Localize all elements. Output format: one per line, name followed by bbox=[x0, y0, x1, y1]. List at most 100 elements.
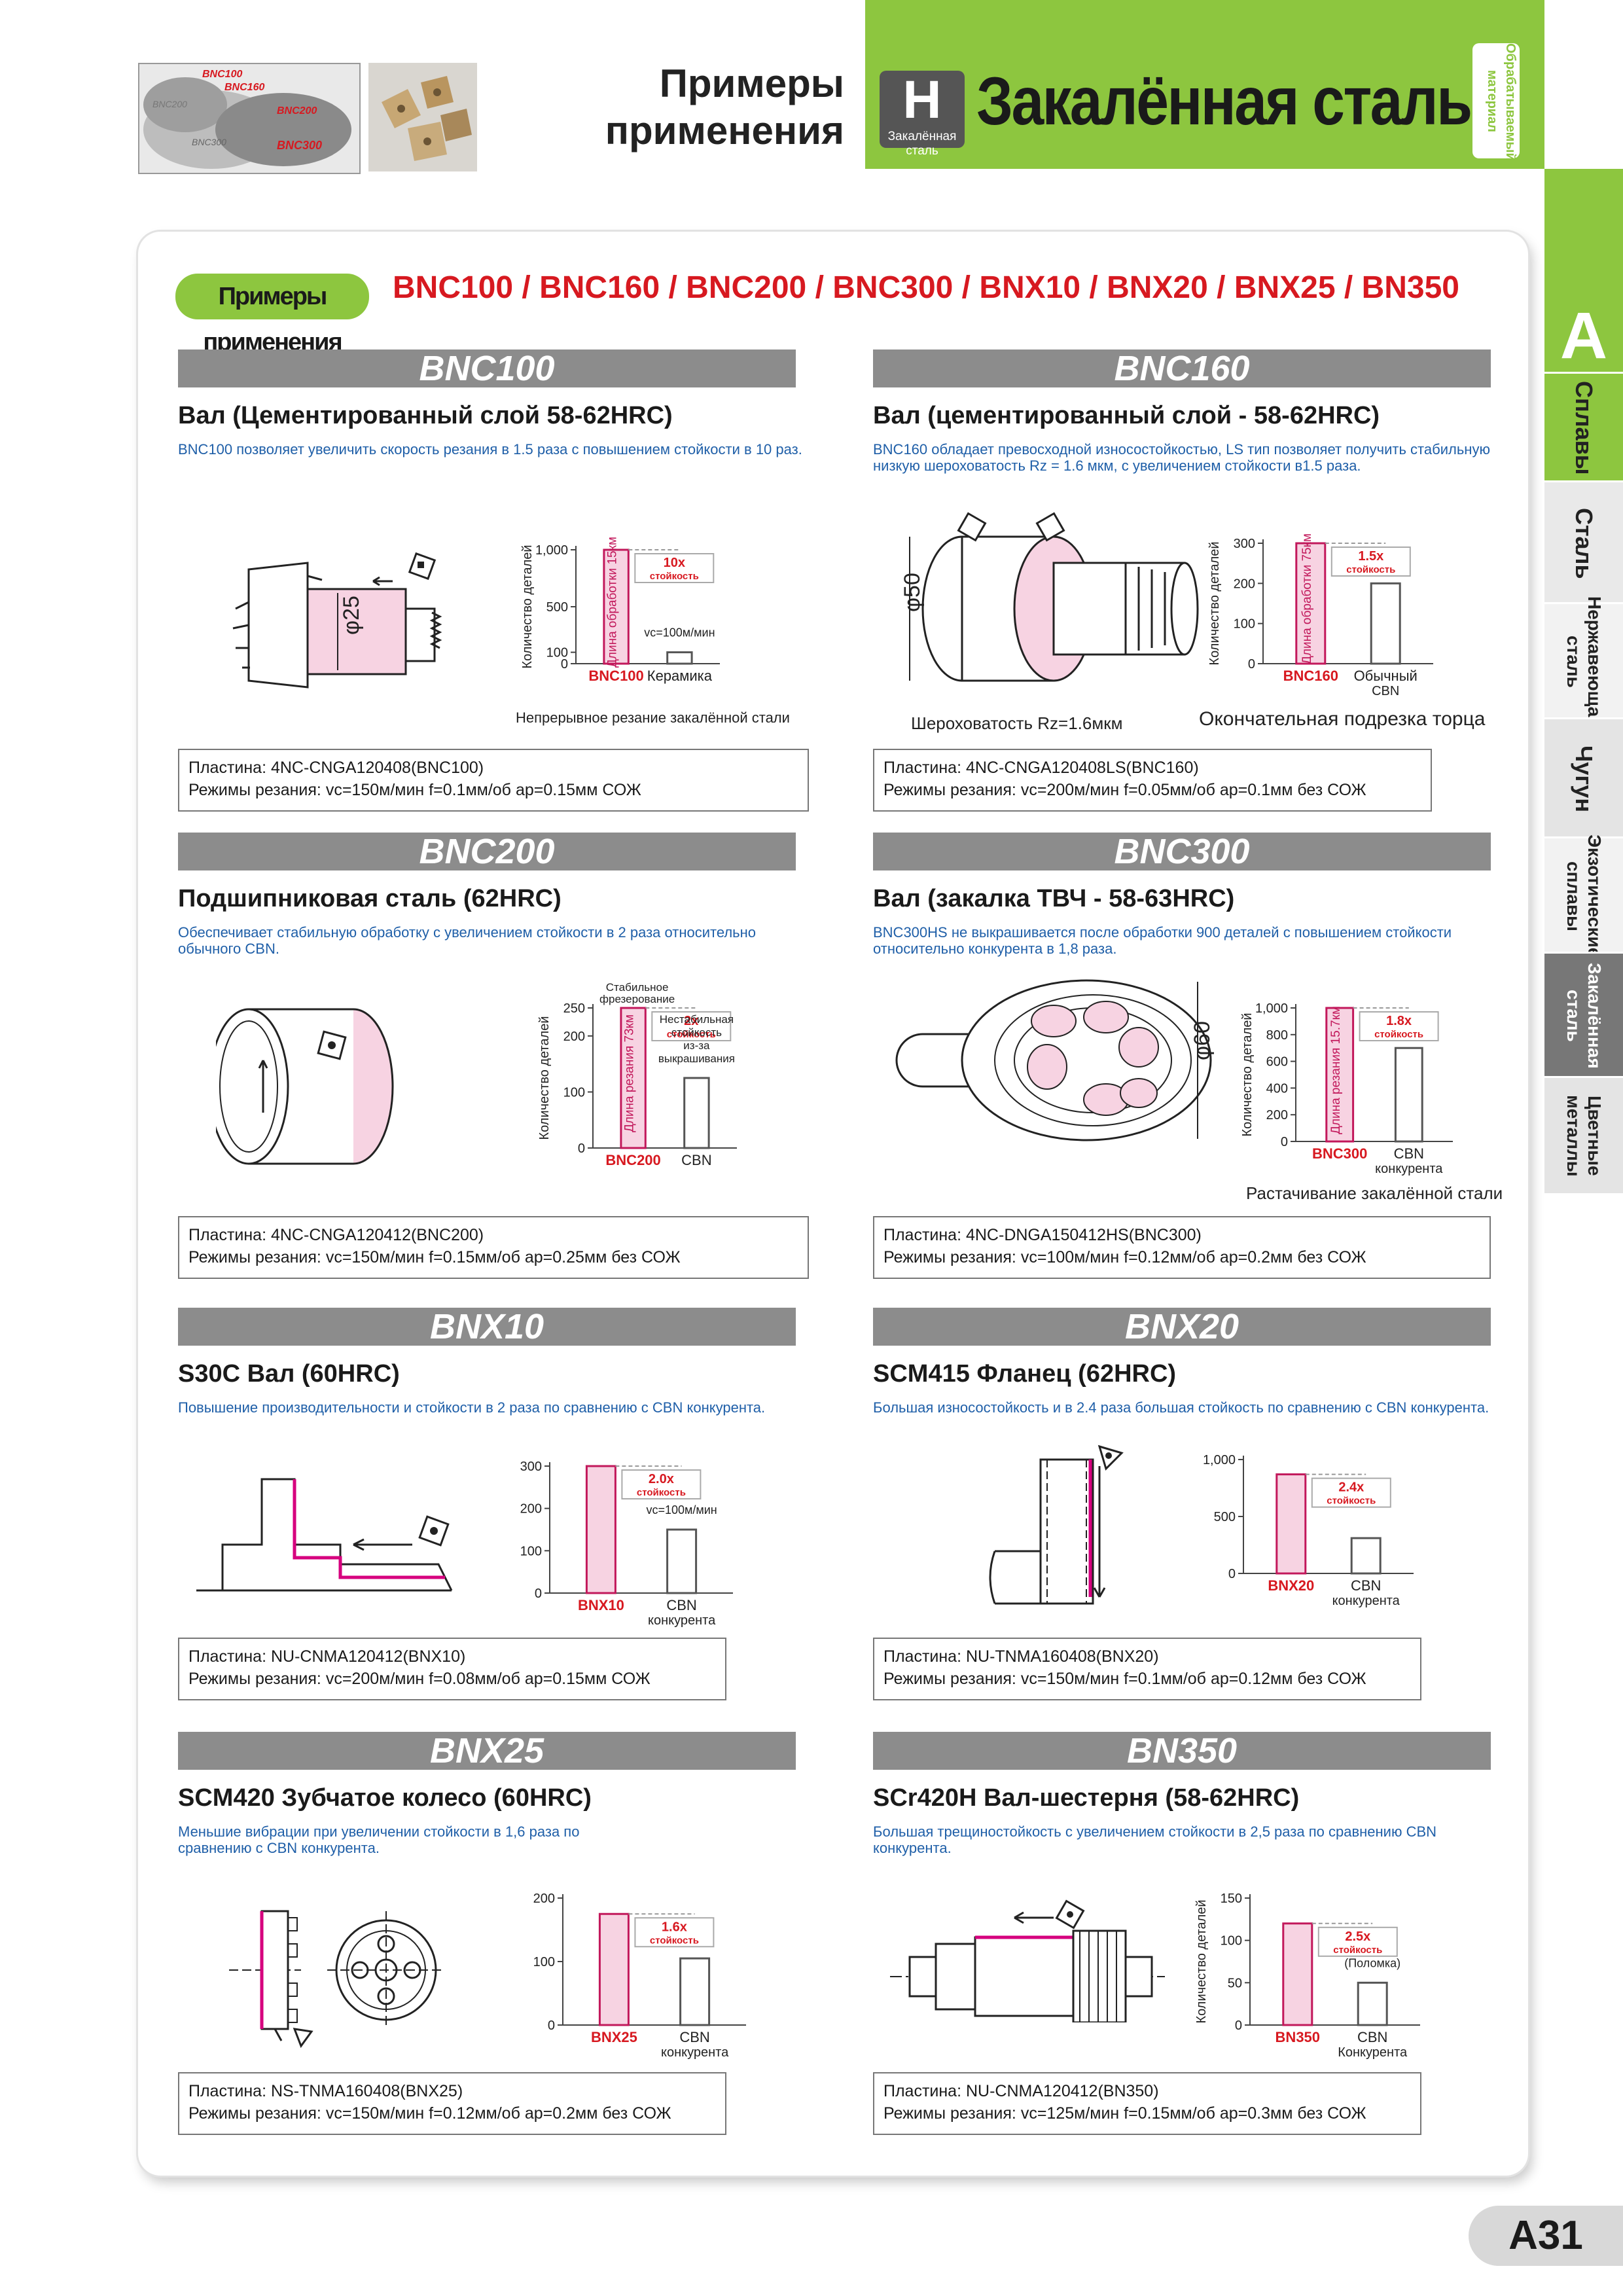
category-label: Керамика bbox=[647, 668, 713, 684]
insert-line: Пластина: 4NC-CNGA120412(BNC200) bbox=[188, 1226, 484, 1244]
y-tick-label: 100 bbox=[1234, 617, 1255, 632]
y-tick-label: 0 bbox=[548, 2018, 555, 2033]
title-bnc200: Подшипниковая сталь (62HRC) bbox=[178, 885, 562, 912]
inserts-photo bbox=[368, 63, 477, 171]
ratio-label: 1.8x bbox=[1386, 1014, 1412, 1028]
y-tick-label: 150 bbox=[1221, 1892, 1242, 1906]
cutting-line: Режимы резания: vc=150м/мин f=0.1мм/об a… bbox=[883, 1670, 1366, 1688]
caption-bnc300: Растачивание закалённой стали bbox=[1246, 1183, 1503, 1203]
note-label: стойкость bbox=[671, 1026, 722, 1039]
bar-new bbox=[585, 1465, 616, 1594]
insert-line: Пластина: NU-CNMA120412(BNX10) bbox=[188, 1647, 466, 1666]
ratio-sub-label: стойкость bbox=[1346, 564, 1395, 575]
y-tick-label: 600 bbox=[1266, 1055, 1288, 1069]
section-pill: Примеры применения bbox=[175, 274, 369, 356]
y-tick-label: 200 bbox=[533, 1892, 555, 1906]
note-label: vc=100м/мин bbox=[644, 626, 715, 639]
insert-line: Пластина: 4NC-CNGA120408LS(BNC160) bbox=[883, 759, 1199, 777]
tab-exotic[interactable]: Экзотические сплавы bbox=[1544, 834, 1623, 958]
thumb-label: BNC100 bbox=[202, 69, 242, 80]
dimension-label: φ60 bbox=[1190, 1021, 1215, 1060]
insert-line: Пластина: NS-TNMA160408(BNX25) bbox=[188, 2082, 463, 2100]
bar-new bbox=[598, 1912, 630, 2026]
insert-line: Пластина: NU-TNMA160408(BNX20) bbox=[883, 1647, 1159, 1666]
y-tick-label: 500 bbox=[1214, 1510, 1236, 1524]
ratio-box bbox=[1311, 1477, 1391, 1508]
ratio-box bbox=[621, 1469, 702, 1499]
y-tick-label: 200 bbox=[1234, 577, 1255, 591]
category-label: CBN bbox=[1357, 2029, 1387, 2045]
category-label: CBN bbox=[1372, 684, 1399, 698]
conditions-bnx20: Пластина: NU-TNMA160408(BNX20) Режимы ре… bbox=[873, 1638, 1421, 1700]
desc-bnx10: Повышение производительности и стойкости… bbox=[178, 1399, 766, 1416]
insert-line: Пластина: 4NC-CNGA120408(BNC100) bbox=[188, 759, 484, 777]
ratio-label: 2.4x bbox=[1338, 1480, 1364, 1495]
thumb-label: BNC200 bbox=[277, 105, 317, 117]
ratio-label: 10x bbox=[664, 556, 685, 570]
y-tick-label: 0 bbox=[535, 1587, 542, 1601]
conditions-bn350: Пластина: NU-CNMA120412(BN350) Режимы ре… bbox=[873, 2072, 1421, 2135]
tab-cast-iron[interactable]: Чугун bbox=[1544, 717, 1623, 838]
conditions-bnc100: Пластина: 4NC-CNGA120408(BNC100) Режимы … bbox=[178, 749, 809, 812]
category-label: BNX25 bbox=[591, 2029, 637, 2045]
desc-bn350: Большая трещиностойкость с увеличением с… bbox=[873, 1823, 1437, 1856]
bar-ref bbox=[679, 1957, 711, 2026]
y-tick-label: 0 bbox=[1248, 657, 1255, 672]
insert-line: Пластина: NU-CNMA120412(BN350) bbox=[883, 2082, 1159, 2100]
conditions-bnc300: Пластина: 4NC-DNGA150412HS(BNC300) Режим… bbox=[873, 1216, 1491, 1279]
tab-label: Цветные металлы bbox=[1563, 1094, 1605, 1177]
desc-bnc100: BNC100 позволяет увеличить скорость реза… bbox=[178, 441, 802, 457]
material-tag: Обрабатываемый материал bbox=[1472, 43, 1520, 161]
category-label: BNX10 bbox=[578, 1597, 624, 1613]
bar-new bbox=[1275, 1473, 1307, 1575]
tab-steel[interactable]: Сталь bbox=[1544, 480, 1623, 604]
note-label: vc=100м/мин bbox=[646, 1503, 717, 1516]
bar-ref bbox=[1350, 1537, 1382, 1575]
band-bnx20: BNX20 bbox=[873, 1308, 1491, 1346]
bar-new bbox=[603, 548, 630, 665]
material-badge: H Закалённая сталь bbox=[880, 71, 965, 158]
y-axis-label: Количество деталей bbox=[537, 1016, 552, 1139]
thumb-label: BNC300 bbox=[277, 139, 322, 152]
band-bnc100: BNC100 bbox=[178, 350, 796, 387]
y-tick-label: 0 bbox=[578, 1141, 585, 1156]
category-label: BNC200 bbox=[605, 1152, 660, 1168]
conditions-bnc160: Пластина: 4NC-CNGA120408LS(BNC160) Режим… bbox=[873, 749, 1432, 812]
drawing-bnc100: φ25 bbox=[232, 552, 442, 689]
band-bnx10: BNX10 bbox=[178, 1308, 796, 1346]
title-bnc160: Вал (цементированный слой - 58-62HRC) bbox=[873, 402, 1380, 429]
category-label: конкурента bbox=[661, 2045, 729, 2060]
cutting-line: Режимы резания: vc=200м/мин f=0.08мм/об … bbox=[188, 1670, 651, 1688]
tab-stainless[interactable]: Нержавеющая сталь bbox=[1544, 596, 1623, 727]
bar-new bbox=[620, 1007, 647, 1149]
bar-ref bbox=[1370, 582, 1401, 665]
tab-hardened-steel[interactable]: Закалённая сталь bbox=[1544, 952, 1623, 1078]
y-tick-label: 300 bbox=[520, 1460, 542, 1474]
category-label: CBN bbox=[679, 2029, 709, 2045]
title-bnx25: SCM420 Зубчатое колесо (60HRC) bbox=[178, 1784, 592, 1812]
y-tick-label: 1,000 bbox=[1203, 1453, 1236, 1467]
ratio-box bbox=[1359, 1011, 1439, 1041]
drawing-bnx25 bbox=[229, 1910, 445, 2049]
tab-nonferrous[interactable]: Цветные металлы bbox=[1544, 1076, 1623, 1193]
category-label: BNX20 bbox=[1268, 1577, 1314, 1594]
ratio-label: 2.5x bbox=[1345, 1929, 1370, 1944]
band-bnc160: BNC160 bbox=[873, 350, 1491, 387]
category-label: конкурента bbox=[648, 1613, 716, 1628]
grades-heading: BNC100 / BNC160 / BNC200 / BNC300 / BNX1… bbox=[393, 270, 1459, 305]
desc-bnc300: BNC300HS не выкрашивается после обработк… bbox=[873, 924, 1452, 957]
y-tick-label: 200 bbox=[1266, 1108, 1288, 1122]
y-tick-label: 100 bbox=[533, 1955, 555, 1969]
band-bn350: BN350 bbox=[873, 1732, 1491, 1770]
category-label: CBN bbox=[681, 1152, 711, 1168]
category-label: Обычный bbox=[1354, 668, 1418, 684]
title-bnc100: Вал (Цементированный слой 58-62HRC) bbox=[178, 402, 673, 429]
tab-alloys[interactable]: Сплавы bbox=[1544, 372, 1623, 482]
insert-line: Пластина: 4NC-DNGA150412HS(BNC300) bbox=[883, 1226, 1202, 1244]
page-title: Закалённая сталь bbox=[976, 63, 1472, 139]
desc-bnx25: Меньшие вибрации при увеличении стойкост… bbox=[178, 1823, 580, 1856]
